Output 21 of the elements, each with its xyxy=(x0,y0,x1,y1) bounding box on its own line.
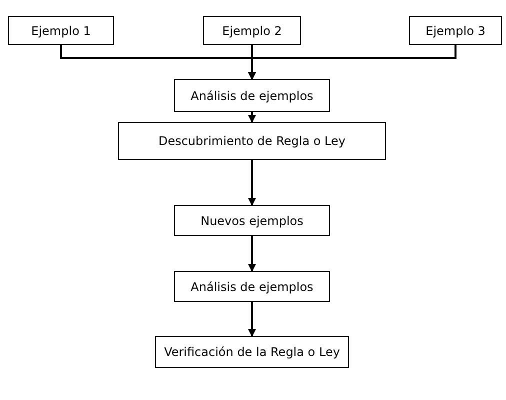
box-label: Análisis de ejemplos xyxy=(190,278,314,296)
process-box xyxy=(203,16,301,45)
process-box xyxy=(174,205,330,236)
box-label: Verificación de la Regla o Ley xyxy=(164,344,340,361)
arrow xyxy=(248,112,256,123)
process-box xyxy=(174,79,330,112)
box-label: Descubrimiento de Regla o Ley xyxy=(158,133,346,150)
arrow xyxy=(248,302,256,337)
process-box xyxy=(409,16,502,45)
arrow xyxy=(248,45,456,80)
process-box xyxy=(155,336,349,368)
process-box xyxy=(8,16,114,45)
box-label: Análisis de ejemplos xyxy=(190,88,314,104)
process-box xyxy=(118,122,386,160)
process-box xyxy=(174,271,330,302)
arrow xyxy=(248,236,256,272)
box-label: Nuevos ejemplos xyxy=(200,212,304,230)
box-label: Ejemplo 3 xyxy=(426,22,486,40)
arrow xyxy=(248,160,256,206)
box-label: Ejemplo 1 xyxy=(31,22,91,40)
box-label: Ejemplo 2 xyxy=(222,22,282,40)
